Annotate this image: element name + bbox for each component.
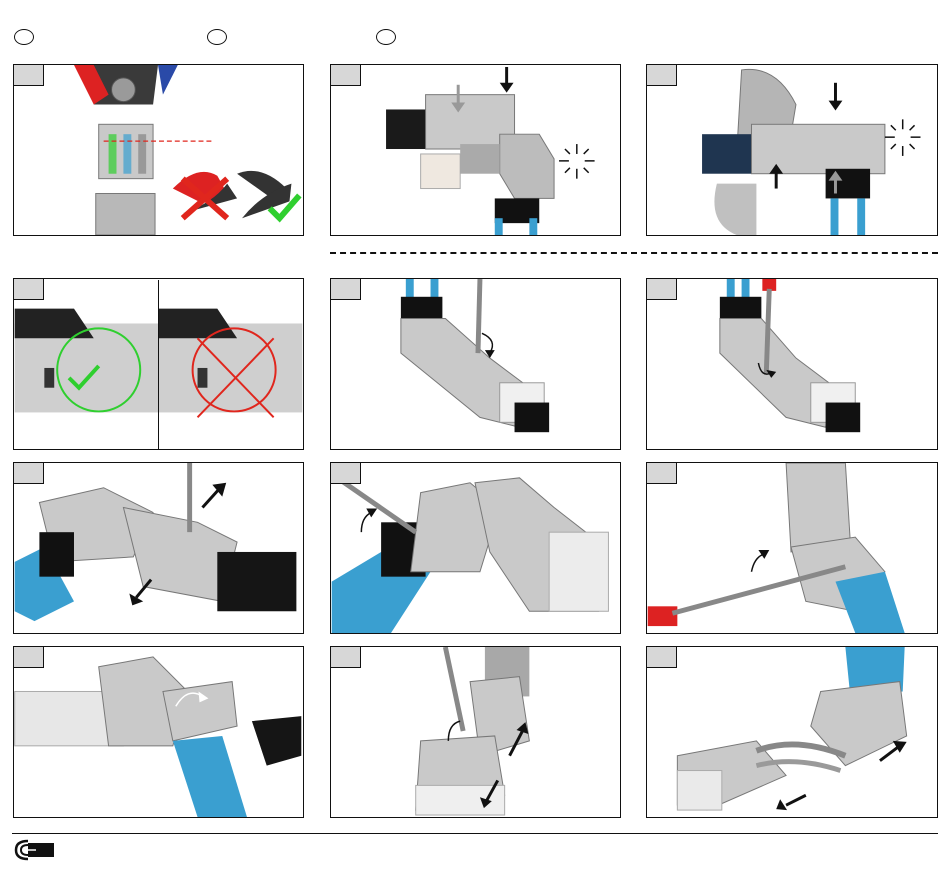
click-sparkle-icon [559,144,595,179]
crimp-tool-illustration [14,65,303,235]
step-badge [14,463,44,484]
step-badge [14,279,44,300]
step-panel-8 [330,462,621,634]
connector-pliers-illustration [647,65,937,235]
step-badge [647,463,677,484]
step-badge [331,463,361,484]
step-badge [14,65,44,86]
step-panel-11 [330,646,621,818]
screwdriver-lever-vertical-illustration [647,463,937,633]
step-badge [331,65,361,86]
section-divider [330,252,938,254]
separate-housing-illustration [331,647,620,817]
section-marker-2 [207,29,227,45]
footer-rule [12,833,938,834]
step-panel-6 [646,278,938,450]
click-sparkle-icon [885,119,921,156]
correct-pliers-icon [237,171,299,218]
step-panel-12 [646,646,938,818]
step-panel-5 [330,278,621,450]
screwdriver-lever-angle-illustration [331,463,620,633]
step-badge [14,647,44,668]
step-panel-7 [13,462,304,634]
step-badge [647,279,677,300]
open-connector-illustration [647,647,937,817]
step-badge [331,647,361,668]
step-badge [647,647,677,668]
screwdriver-rotate-illustration [331,279,620,449]
remove-strain-relief-illustration [14,647,303,817]
step-panel-9 [646,462,938,634]
screwdriver-lever-open-illustration [14,463,303,633]
step-panel-2 [330,64,621,236]
screwdriver-push-illustration [647,279,937,449]
step-panel-10 [13,646,304,818]
step-badge [331,279,361,300]
section-marker-3 [376,29,396,45]
brand-logo-icon [14,839,56,861]
wrong-pliers-icon [173,172,237,218]
connector-press-illustration [331,65,620,235]
step-panel-3 [646,64,938,236]
step-panel-1 [13,64,304,236]
section-marker-1 [14,29,34,45]
panel-split-line [158,280,159,450]
step-badge [647,65,677,86]
